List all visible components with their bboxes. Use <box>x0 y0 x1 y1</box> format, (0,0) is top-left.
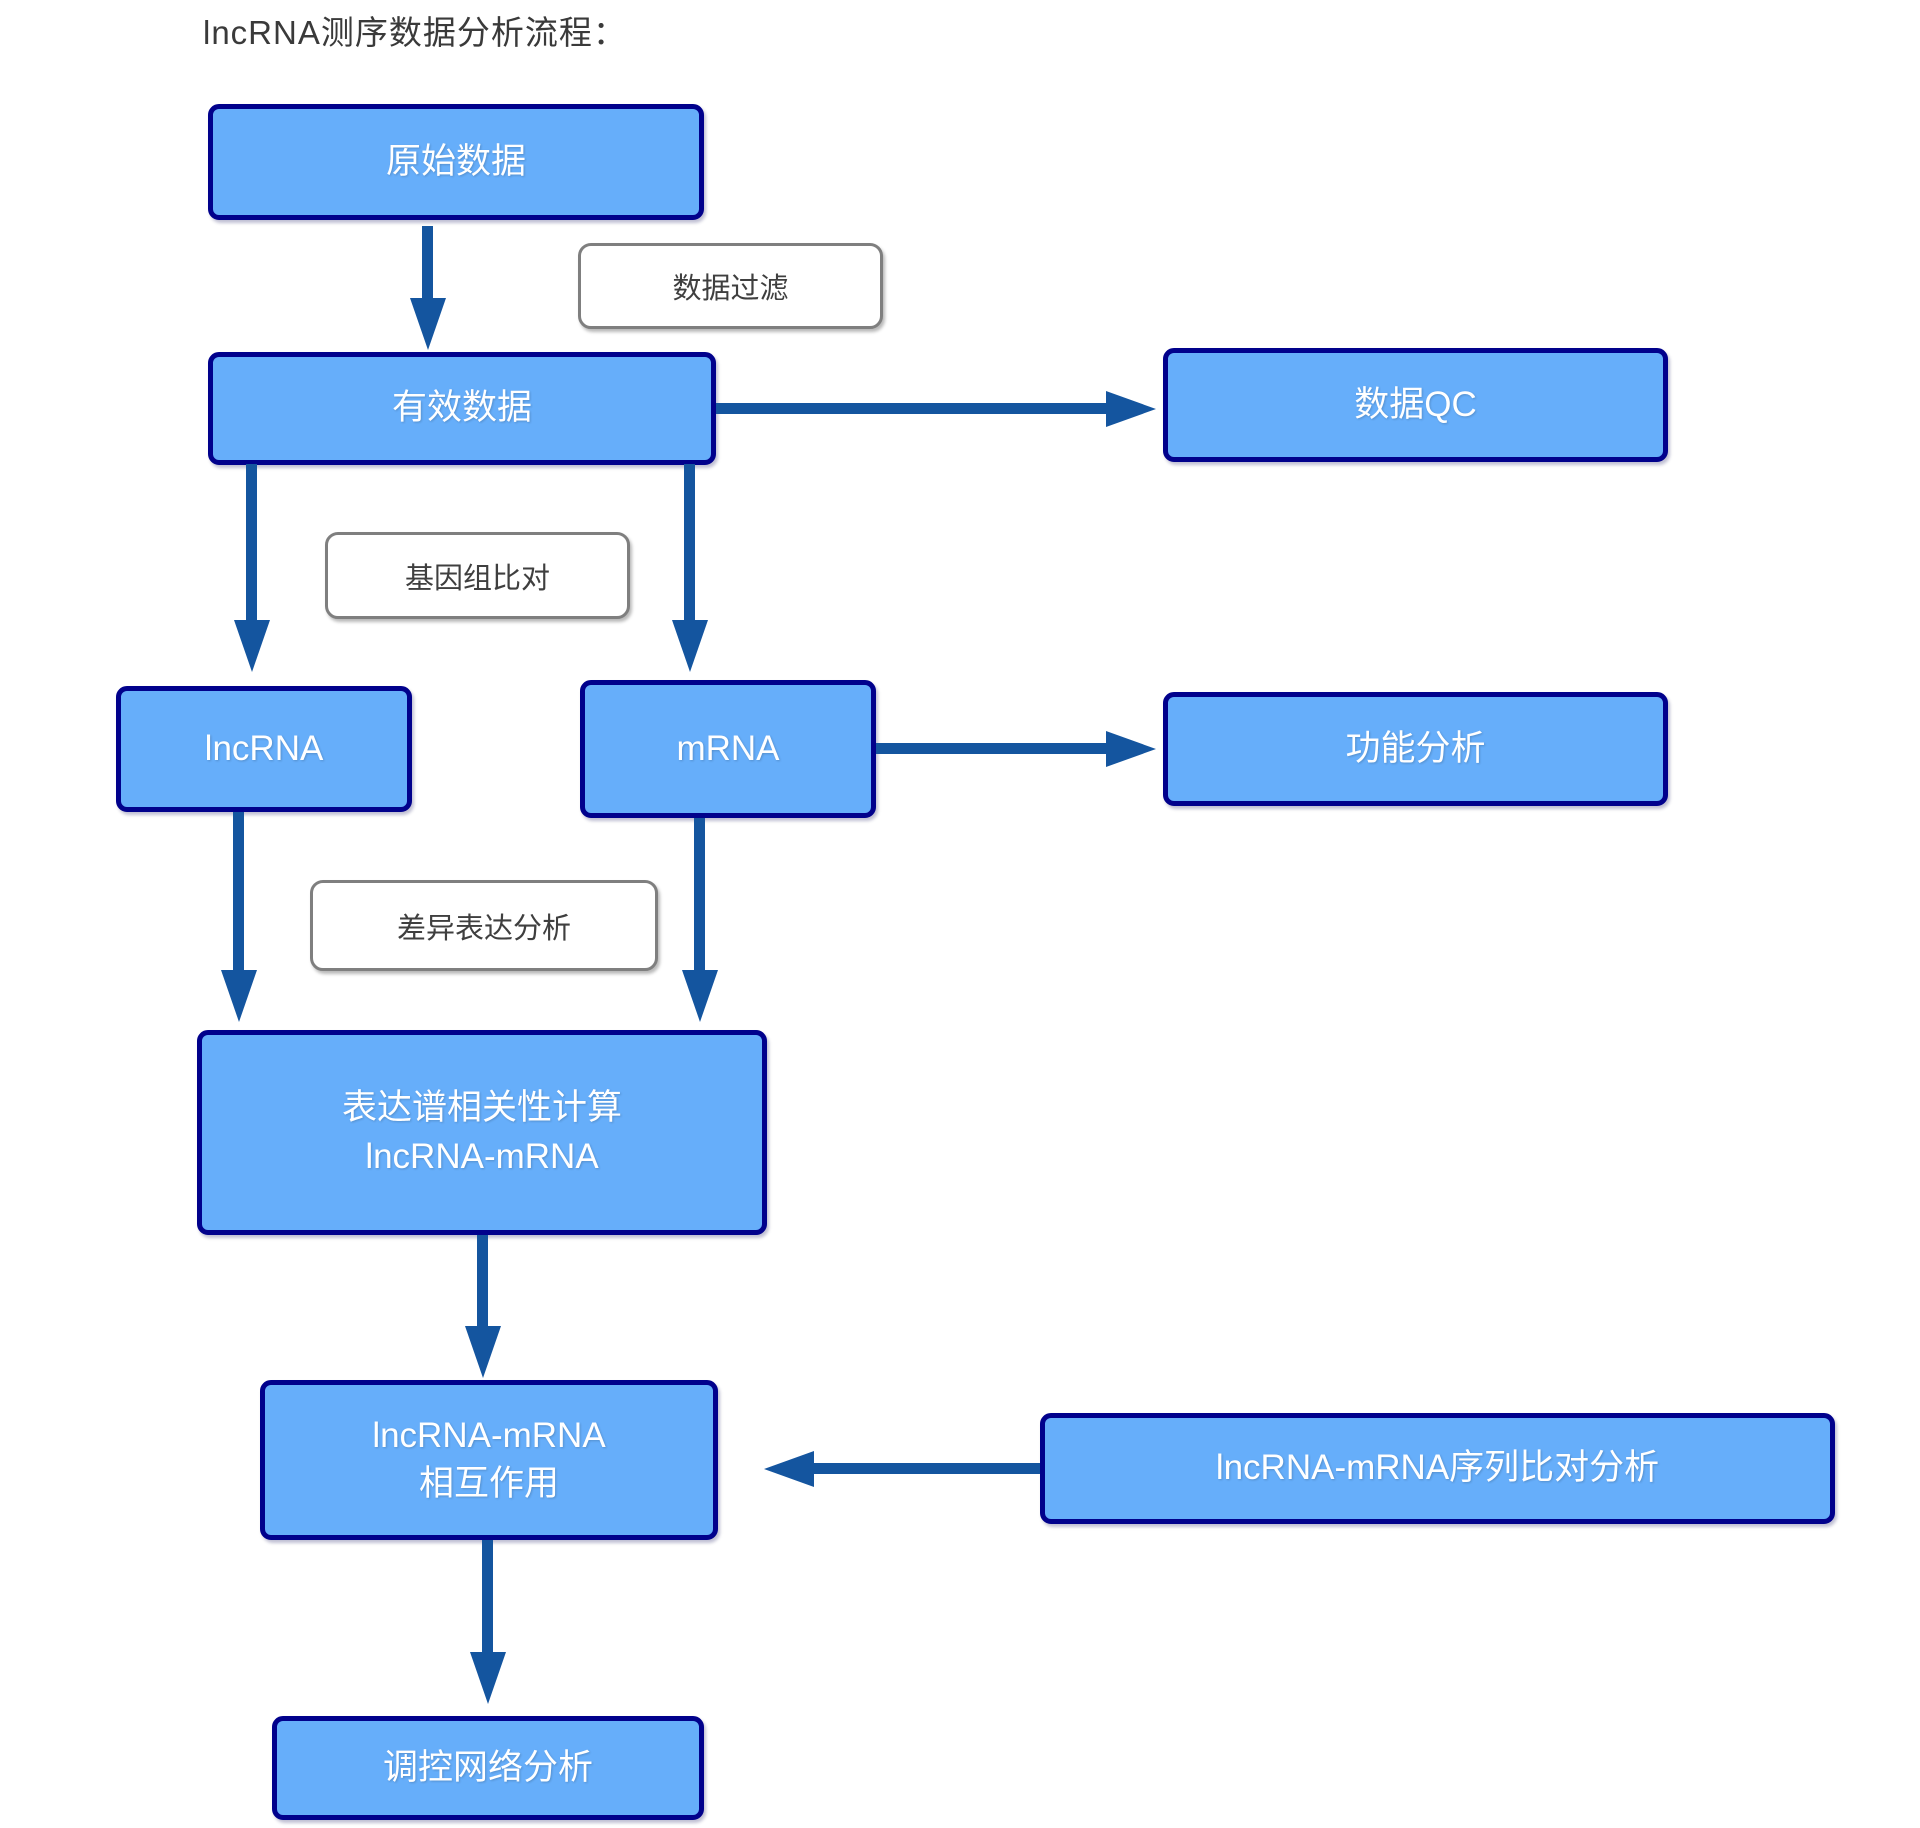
arrow-lncrna-to-correlation-shaft <box>233 812 244 972</box>
node-mrna-label: mRNA <box>676 728 780 768</box>
node-raw-data-label: 原始数据 <box>385 141 526 181</box>
arrow-valid-to-qc-shaft <box>716 403 1108 414</box>
node-functional-analysis-label: 功能分析 <box>1345 728 1486 768</box>
arrow-sequence-to-interaction-head <box>764 1451 814 1487</box>
node-data-qc: 数据QC <box>1163 348 1668 462</box>
node-valid-data-label: 有效数据 <box>391 388 532 428</box>
diagram-title: lncRNA测序数据分析流程： <box>203 14 627 51</box>
arrow-correlation-to-interaction-head <box>465 1326 501 1378</box>
arrow-interaction-to-network-head <box>470 1652 506 1704</box>
label-differential-expression-text: 差异表达分析 <box>396 912 571 945</box>
arrow-sequence-to-interaction-shaft <box>812 1463 1040 1474</box>
node-valid-data: 有效数据 <box>208 352 716 465</box>
arrow-raw-to-valid-shaft <box>422 226 433 304</box>
node-lncrna-mrna-interaction-line1: lncRNA-mRNA <box>372 1415 606 1455</box>
node-regulatory-network-analysis-label: 调控网络分析 <box>382 1747 593 1787</box>
arrow-mrna-to-correlation-head <box>682 970 718 1022</box>
label-data-filtering-text: 数据过滤 <box>672 273 789 305</box>
arrow-valid-to-mrna-head <box>672 620 708 672</box>
arrow-mrna-to-functional-shaft <box>876 743 1108 754</box>
node-raw-data: 原始数据 <box>208 104 704 220</box>
node-sequence-alignment-analysis-label: lncRNA-mRNA序列比对分析 <box>1215 1448 1660 1488</box>
arrow-interaction-to-network-shaft <box>482 1540 493 1654</box>
node-lncrna: lncRNA <box>116 686 412 812</box>
arrow-lncrna-to-correlation-head <box>221 970 257 1022</box>
arrow-valid-to-lncrna-shaft <box>246 464 257 622</box>
node-functional-analysis: 功能分析 <box>1163 692 1668 806</box>
node-lncrna-mrna-interaction-line2: 相互作用 <box>418 1464 559 1503</box>
node-mrna: mRNA <box>580 680 876 818</box>
label-genome-alignment-text: 基因组比对 <box>404 562 550 595</box>
node-data-qc-label: 数据QC <box>1354 384 1477 424</box>
node-lncrna-mrna-interaction: lncRNA-mRNA 相互作用 <box>260 1380 718 1540</box>
node-regulatory-network-analysis: 调控网络分析 <box>272 1716 704 1820</box>
node-expression-correlation-line1: 表达谱相关性计算 <box>341 1088 622 1128</box>
arrow-mrna-to-functional-head <box>1106 731 1156 767</box>
label-data-filtering: 数据过滤 <box>578 243 883 329</box>
arrow-valid-to-qc-head <box>1106 391 1156 427</box>
node-expression-correlation-line2: lncRNA-mRNA <box>365 1136 599 1176</box>
node-expression-correlation: 表达谱相关性计算 lncRNA-mRNA <box>197 1030 767 1235</box>
label-genome-alignment: 基因组比对 <box>325 532 630 619</box>
arrow-raw-to-valid-head <box>410 298 446 350</box>
label-differential-expression: 差异表达分析 <box>310 880 658 971</box>
arrow-mrna-to-correlation-shaft <box>694 818 705 972</box>
node-lncrna-label: lncRNA <box>204 728 324 768</box>
node-sequence-alignment-analysis: lncRNA-mRNA序列比对分析 <box>1040 1413 1835 1524</box>
arrow-valid-to-mrna-shaft <box>684 464 695 622</box>
arrow-valid-to-lncrna-head <box>234 620 270 672</box>
arrow-correlation-to-interaction-shaft <box>477 1235 488 1329</box>
